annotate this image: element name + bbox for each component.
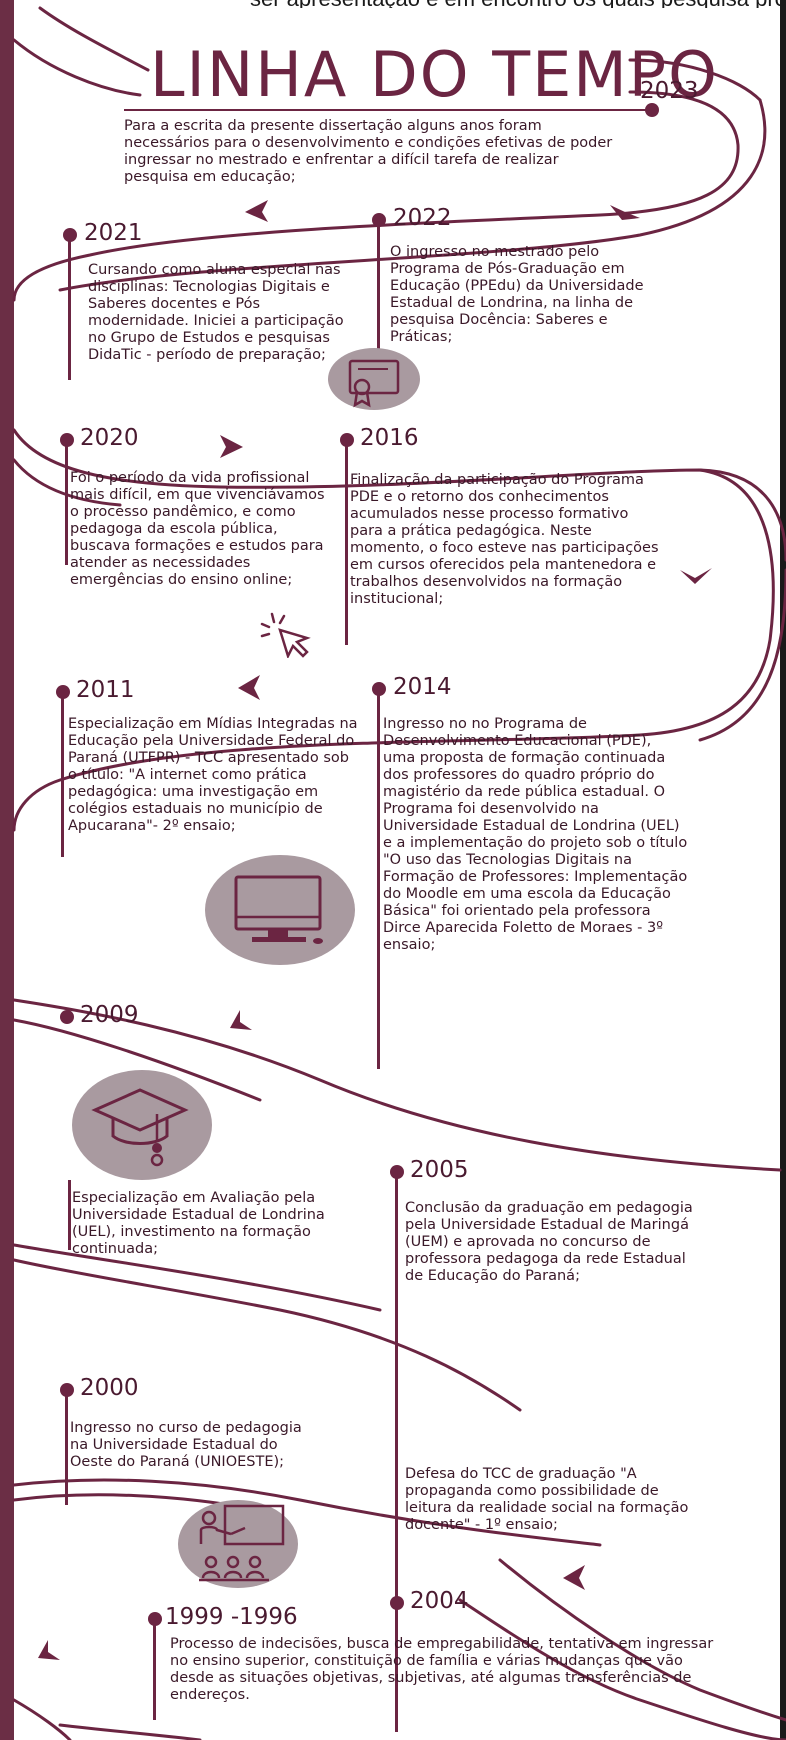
road-line-2000-top bbox=[12, 1478, 602, 1547]
road-line-2005-mid bbox=[12, 1258, 522, 1412]
road-line-2005-top bbox=[12, 1243, 382, 1312]
event-text: Conclusão da graduação em pedagogia pela… bbox=[405, 1200, 693, 1284]
event-text: O ingresso no mestrado pelo Programa de … bbox=[390, 244, 644, 345]
icon-blob bbox=[328, 348, 420, 410]
timeline-dot bbox=[372, 682, 386, 696]
timeline-connector bbox=[377, 694, 380, 1069]
year-label: 2000 bbox=[80, 1375, 139, 1401]
cut-header-text: ser apresentação e em encontro os quais … bbox=[250, 0, 786, 8]
road-line-bottom-left bbox=[12, 1698, 72, 1740]
road-line-top-left bbox=[38, 6, 150, 72]
arrow-left-icon bbox=[245, 200, 268, 222]
timeline-connector bbox=[68, 1180, 71, 1250]
cursor-click-icon bbox=[260, 612, 311, 658]
road-line-title-curve bbox=[12, 38, 142, 97]
timeline-connector bbox=[65, 1395, 68, 1505]
road-line-2004-curve-b bbox=[498, 1558, 786, 1722]
event-text: Ingresso no no Programa de Desenvolvimen… bbox=[383, 716, 688, 953]
timeline-connector bbox=[345, 445, 348, 645]
event-text: Processo de indecisões, busca de emprega… bbox=[170, 1636, 714, 1703]
year-label: 2020 bbox=[80, 425, 139, 451]
timeline-connector bbox=[68, 240, 71, 380]
year-label: 1999 -1996 bbox=[165, 1604, 298, 1630]
road-line-2009-top bbox=[12, 998, 782, 1172]
timeline-dot bbox=[372, 213, 386, 227]
event-text: Para a escrita da presente dissertação a… bbox=[124, 118, 613, 185]
arrow-down-icon bbox=[680, 568, 712, 584]
year-label: 2016 bbox=[360, 425, 419, 451]
road-line-2009-top-b bbox=[12, 1018, 262, 1102]
road-line-title-right bbox=[628, 58, 762, 102]
year-label: 2005 bbox=[410, 1157, 469, 1183]
event-text: Finalização da participação do Programa … bbox=[350, 472, 659, 607]
arrow-down-right-icon bbox=[610, 205, 640, 220]
graduation-cap-icon bbox=[91, 1088, 189, 1167]
event-text: Especialização em Mídias Integradas na E… bbox=[68, 716, 358, 834]
road-line-2004-curve bbox=[458, 1598, 786, 1740]
road-line-2016-right bbox=[12, 468, 775, 832]
road-line-2020-top bbox=[12, 458, 122, 507]
event-text: Foi o período da vida profissional mais … bbox=[70, 470, 325, 588]
icon-blob bbox=[205, 855, 355, 965]
timeline-dot bbox=[60, 1010, 74, 1024]
year-label: 2014 bbox=[393, 674, 452, 700]
arrow-right-icon bbox=[220, 435, 243, 458]
arrow-left-icon-3 bbox=[563, 1565, 585, 1590]
year-label: 2021 bbox=[84, 220, 143, 246]
timeline-connector bbox=[61, 697, 64, 857]
year-label: 2009 bbox=[80, 1002, 139, 1028]
timeline-dot bbox=[148, 1612, 162, 1626]
icon-blob bbox=[72, 1070, 212, 1180]
certificate-icon bbox=[348, 359, 400, 408]
timeline-connector bbox=[153, 1624, 156, 1720]
left-border bbox=[0, 0, 14, 1740]
timeline-dot bbox=[645, 103, 659, 117]
road-line-2021-bottom bbox=[12, 428, 786, 562]
road-line-2023-b bbox=[58, 98, 767, 292]
arrow-left-icon-2 bbox=[238, 675, 260, 700]
page-title: LINHA DO TEMPO bbox=[150, 38, 719, 111]
arrow-down-left-icon-2 bbox=[38, 1640, 60, 1660]
event-text: Especialização em Avaliação pela Univers… bbox=[72, 1190, 325, 1257]
year-label: 2011 bbox=[76, 677, 135, 703]
event-text: Defesa do TCC de graduação "A propaganda… bbox=[405, 1466, 689, 1533]
year-label: 2004 bbox=[410, 1588, 469, 1614]
timeline-dot bbox=[60, 1383, 74, 1397]
timeline-connector bbox=[65, 445, 68, 565]
timeline-dot bbox=[340, 433, 354, 447]
year-label: 2022 bbox=[393, 205, 452, 231]
year-label: 2023 bbox=[640, 78, 699, 104]
event-text: Cursando como aluna especial nas discipl… bbox=[88, 262, 344, 363]
road-line-2016-right-b bbox=[698, 568, 786, 742]
teacher-classroom-icon bbox=[199, 1504, 285, 1582]
timeline-dot bbox=[390, 1165, 404, 1179]
timeline-connector bbox=[377, 225, 380, 350]
timeline-dot bbox=[60, 433, 74, 447]
arrow-down-left-icon bbox=[230, 1010, 252, 1030]
right-border bbox=[780, 0, 786, 1740]
event-text: Ingresso no curso de pedagogia na Univer… bbox=[70, 1420, 302, 1470]
timeline-connector bbox=[395, 1177, 398, 1732]
road-line-2023 bbox=[12, 90, 740, 302]
timeline-dot bbox=[56, 685, 70, 699]
timeline-dot bbox=[63, 228, 77, 242]
computer-icon bbox=[234, 875, 323, 944]
road-line-bottom bbox=[58, 1723, 202, 1740]
timeline-dot bbox=[390, 1596, 404, 1610]
